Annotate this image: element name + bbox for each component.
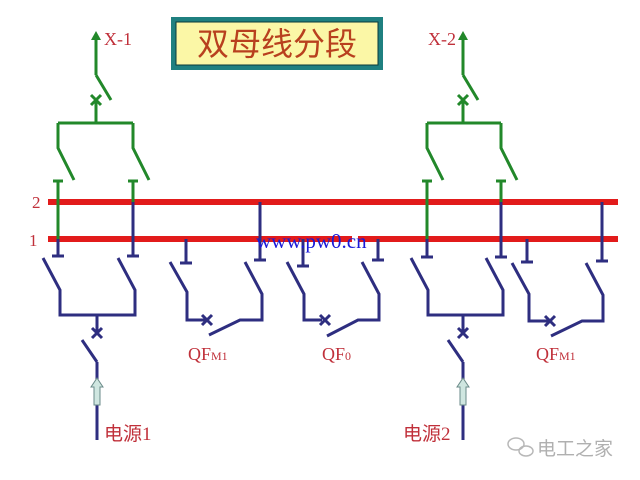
wechat-icon [507, 437, 534, 457]
feeder-x1-label: X-1 [104, 29, 132, 49]
qf0-label: QF0 [322, 344, 351, 364]
bus-2-label: 2 [32, 193, 41, 212]
arrow-up-icon [458, 31, 468, 40]
arrow-up-icon [91, 31, 101, 40]
breaker-x-icon [90, 326, 104, 340]
source-2-circuit: 电源2 [403, 202, 507, 445]
arrow-up-icon [456, 377, 470, 406]
url-watermark: www.pw0.cn [256, 229, 367, 253]
feeder-x2-label: X-2 [428, 29, 456, 49]
source-1-label: 电源1 [104, 423, 152, 445]
feeder-x1: X-1 [53, 29, 151, 239]
bus-tie-right: QFM1 [510, 202, 608, 364]
breaker-x-icon [318, 313, 332, 327]
breaker-x-icon [200, 313, 214, 327]
section-breaker: QF0 [285, 239, 384, 364]
qfm1-left-label: QFM1 [188, 344, 228, 364]
breaker-x-icon [89, 93, 103, 107]
source-1-circuit: 电源1 [41, 202, 152, 445]
bus-tie-left: QFM1 [168, 202, 266, 364]
qfm1-right-label: QFM1 [536, 344, 576, 364]
arrow-up-icon [90, 377, 104, 406]
feeder-x2: X-2 [422, 29, 519, 239]
brand-watermark: 电工之家 [537, 438, 613, 460]
page-title: 双母线分段 [197, 25, 357, 63]
breaker-x-icon [543, 314, 557, 328]
breaker-x-icon [456, 326, 470, 340]
title-box: 双母线分段 [171, 17, 383, 70]
source-2-label: 电源2 [403, 423, 451, 445]
bus-1-label: 1 [29, 231, 38, 250]
breaker-x-icon [456, 93, 470, 107]
